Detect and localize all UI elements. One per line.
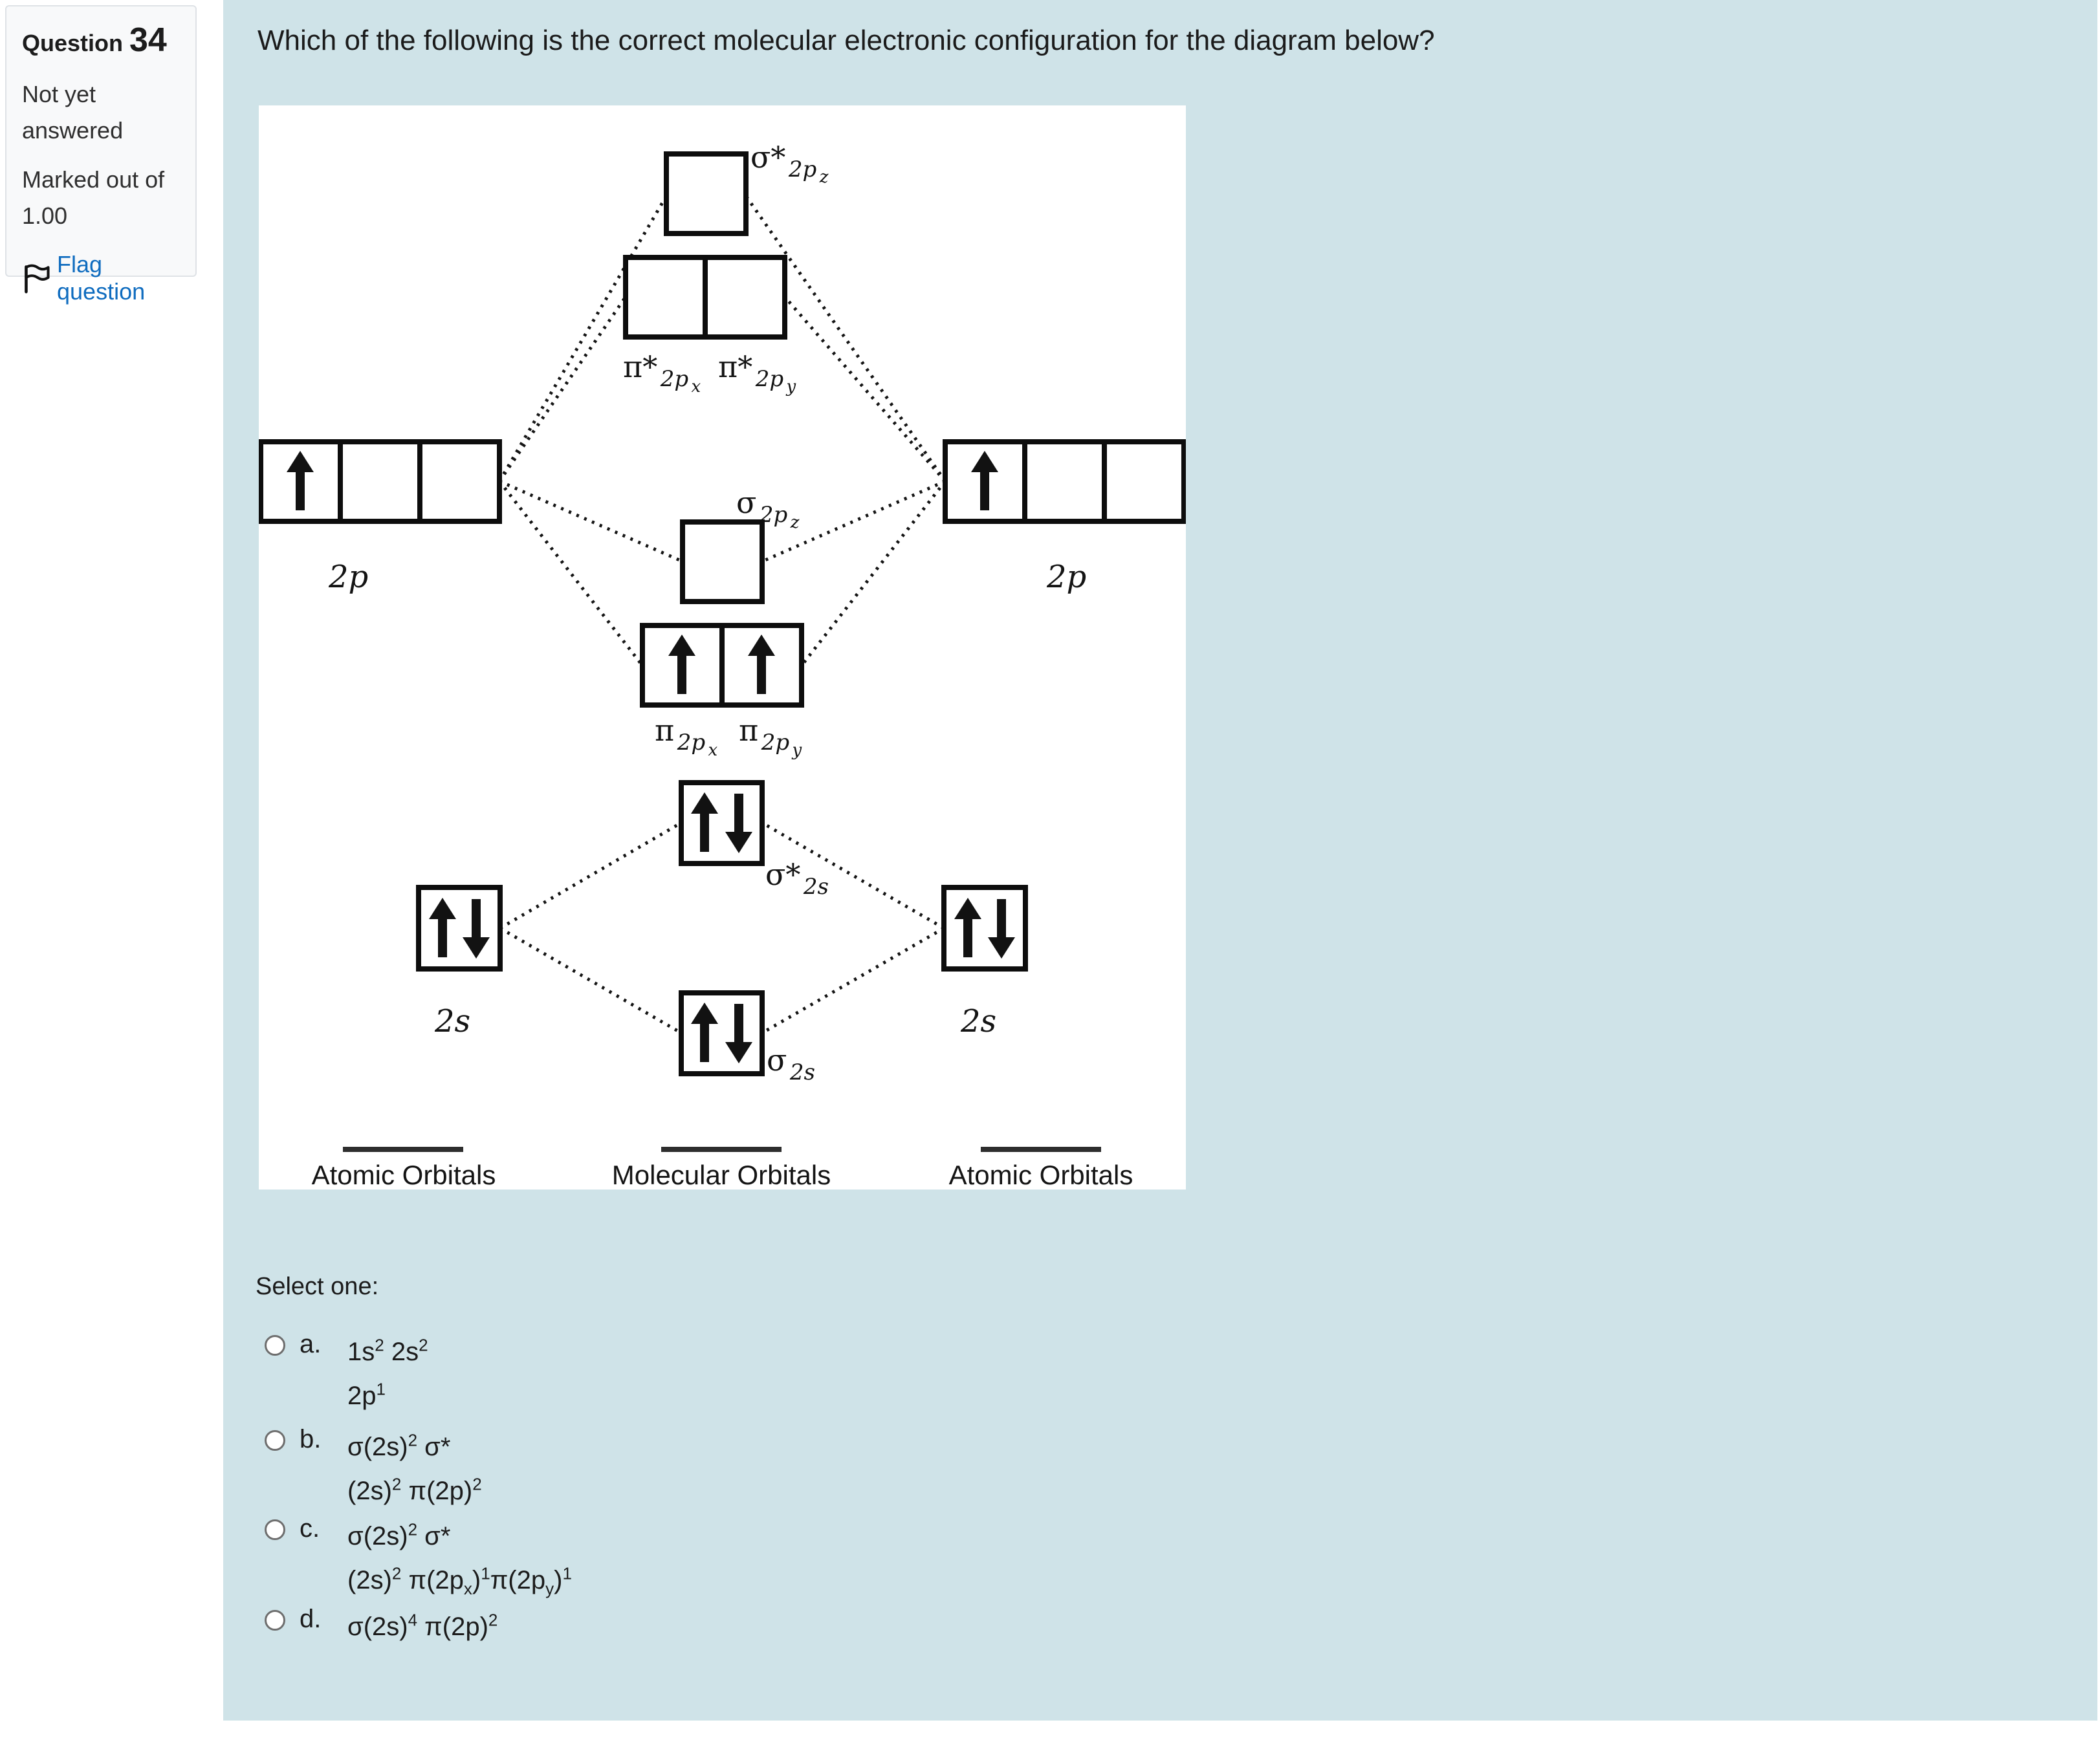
- right-2s-label: 2s: [960, 1003, 996, 1039]
- footer-underline-left: [343, 1147, 463, 1152]
- correlation-lines-left-2s: [499, 821, 683, 1035]
- option-d-key: d.: [300, 1605, 322, 1633]
- sigma-2s-box: [679, 990, 765, 1076]
- pi-star-2px-label: π* 2p x: [623, 349, 701, 397]
- left-2p-boxes: [259, 439, 502, 524]
- pi-star-2py-box: [703, 255, 787, 340]
- correlation-lines-right-2s: [761, 821, 945, 1035]
- option-b-text: σ(2s)2 σ* (2s)2 π(2p)2: [347, 1430, 482, 1505]
- option-d-text: σ(2s)4 π(2p)2: [347, 1610, 498, 1641]
- option-row-a[interactable]: a. 1s2 2s2 2p1: [256, 1330, 428, 1418]
- radio-option-a[interactable]: [265, 1335, 285, 1356]
- sigma-star-2s-label: σ* 2s: [765, 857, 829, 900]
- pi-2px-label: π 2p x: [655, 713, 718, 760]
- option-c-text: σ(2s)2 σ* (2s)2 π(2px)1π(2py)1: [347, 1519, 572, 1598]
- option-row-c[interactable]: c. σ(2s)2 σ* (2s)2 π(2px)1π(2py)1: [256, 1514, 572, 1602]
- sigma-2s-label: σ 2s: [767, 1043, 815, 1085]
- sigma-star-2pz-box: [664, 151, 749, 236]
- sigma-2pz-box: [680, 519, 765, 604]
- question-label: Question: [22, 30, 124, 56]
- option-b-key: b.: [300, 1425, 322, 1453]
- option-a-key: a.: [300, 1330, 322, 1358]
- right-2p-label: 2p: [1046, 559, 1086, 595]
- question-number: 34: [129, 21, 167, 59]
- left-2p-label: 2p: [328, 559, 368, 595]
- pi-star-2py-label: π* 2p y: [718, 349, 796, 397]
- correlation-lines-left-2p: [498, 195, 684, 667]
- flag-icon: [25, 264, 50, 294]
- question-grade: Marked out of 1.00: [22, 166, 165, 229]
- pi-2p-boxes: [640, 623, 804, 708]
- select-one-prompt: Select one:: [256, 1273, 379, 1300]
- sigma-star-2s-box: [679, 780, 765, 866]
- right-2s-box: [941, 885, 1028, 972]
- footer-label-right: Atomic Orbitals: [949, 1160, 1133, 1190]
- option-row-d[interactable]: d. σ(2s)4 π(2p)2: [256, 1605, 498, 1655]
- pi-star-2px-box: [623, 255, 708, 340]
- sigma-star-2pz-label: σ* 2p z: [750, 140, 829, 187]
- flag-question-label: Flag question: [57, 251, 146, 305]
- radio-option-b[interactable]: [265, 1430, 285, 1451]
- flag-question-link[interactable]: Flag question: [22, 251, 180, 305]
- radio-option-d[interactable]: [265, 1610, 285, 1631]
- footer-label-left: Atomic Orbitals: [312, 1160, 496, 1190]
- mo-diagram: σ* 2p z π* 2p x π* 2p y 2p 2p σ 2p z: [259, 105, 1186, 1190]
- footer-underline-right: [981, 1147, 1101, 1152]
- option-c-key: c.: [300, 1514, 320, 1543]
- right-2p-boxes: [943, 439, 1186, 524]
- option-row-b[interactable]: b. σ(2s)2 σ* (2s)2 π(2p)2: [256, 1425, 482, 1513]
- left-2s-box: [416, 885, 503, 972]
- correlation-lines-right-2p: [744, 195, 947, 667]
- option-a-text: 1s2 2s2 2p1: [347, 1335, 428, 1410]
- footer-underline-middle: [661, 1147, 782, 1152]
- left-2s-label: 2s: [434, 1003, 470, 1039]
- footer-label-middle: Molecular Orbitals: [612, 1160, 831, 1190]
- question-text: Which of the following is the correct mo…: [257, 25, 1435, 56]
- question-status: Not yet answered: [22, 81, 124, 144]
- radio-option-c[interactable]: [265, 1519, 285, 1540]
- pi-2py-label: π 2p y: [739, 713, 802, 760]
